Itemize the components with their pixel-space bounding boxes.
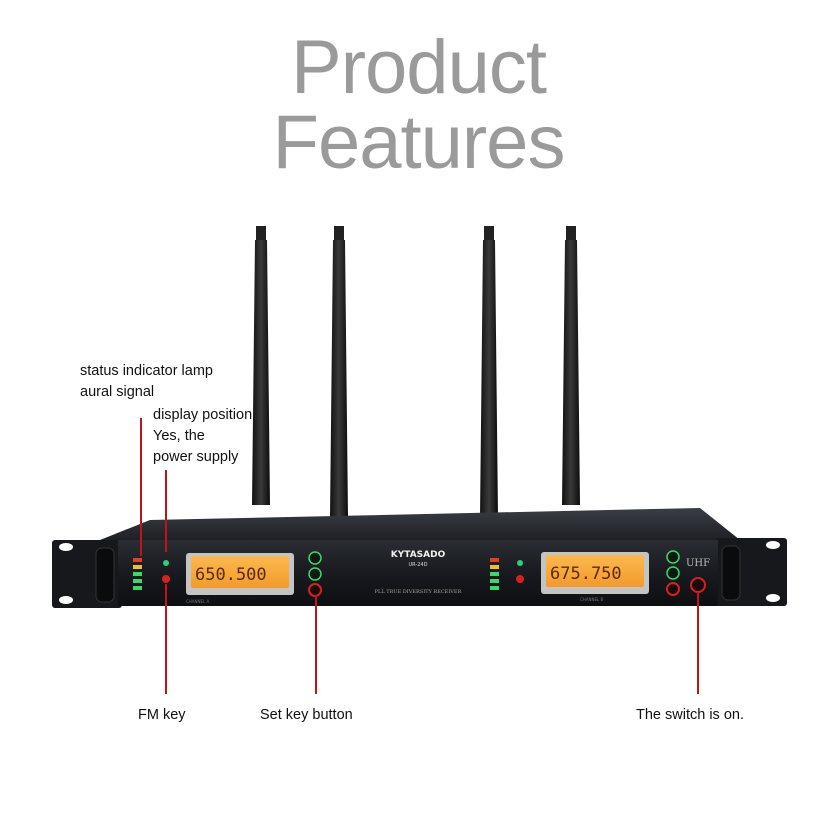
tagline: PLL TRUE DIVERSITY RECEIVER: [375, 589, 462, 595]
callout-status-line2: aural signal: [80, 384, 155, 400]
fm-key: [162, 575, 170, 583]
title-line-1: Product: [291, 25, 547, 110]
channel-b-frequency: 675.750: [550, 564, 622, 584]
antenna-2: [330, 226, 348, 518]
antenna-1: [252, 226, 270, 505]
callout-fm-key: FM key: [138, 707, 186, 723]
callout-lines: [140, 418, 699, 694]
callout-display-line2: Yes, the: [153, 428, 205, 444]
model-number: UR-24D: [409, 562, 428, 568]
antenna-4: [562, 226, 580, 505]
title-line-2: Features: [272, 100, 566, 185]
svg-text:CHANNEL B: CHANNEL B: [580, 597, 604, 602]
callout-status-line1: status indicator lamp: [80, 363, 213, 379]
svg-text:CHANNEL A: CHANNEL A: [186, 599, 210, 604]
power-switch: [690, 577, 706, 593]
brand-logo: KYTASADO: [391, 550, 446, 560]
set-key-button: [308, 583, 322, 597]
channel-b-leds: [490, 558, 499, 590]
rack-ear-right: [715, 538, 787, 606]
channel-a-frequency: 650.500: [195, 565, 267, 585]
callout-switch: The switch is on.: [636, 707, 744, 723]
callout-set-key: Set key button: [260, 707, 353, 723]
channel-a-lcd: [191, 556, 289, 588]
channel-a-leds: [133, 558, 142, 590]
uhf-badge: UHF: [686, 558, 710, 569]
rack-ear-left: [52, 540, 122, 608]
channel-b-lcd: [546, 555, 644, 587]
callout-display-line3: power supply: [153, 449, 239, 465]
callout-display-line1: display position: [153, 407, 253, 423]
antenna-3: [480, 226, 498, 518]
